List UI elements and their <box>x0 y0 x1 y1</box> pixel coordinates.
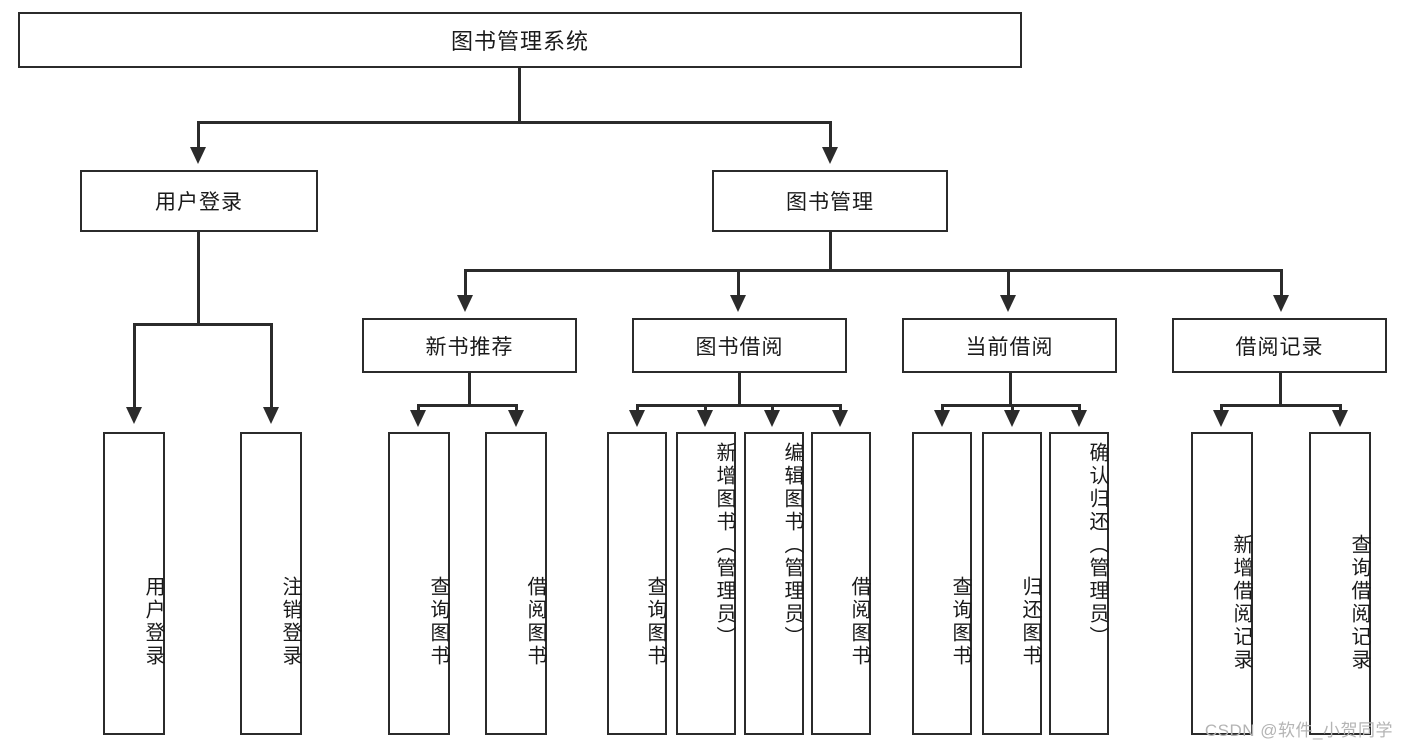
connector-root-to-user-login <box>197 121 200 149</box>
arrowhead-leaf-query-record <box>1332 410 1348 427</box>
arrowhead-leaf-query-book-3 <box>934 410 950 427</box>
arrowhead-new-book-rec <box>457 295 473 312</box>
leaf-user-login[interactable]: 用户登录 <box>103 432 165 735</box>
connector-root-bus <box>197 121 831 124</box>
leaf-add-book[interactable]: 新增图书（管理员） <box>676 432 736 735</box>
node-borrow-record[interactable]: 借阅记录 <box>1172 318 1387 373</box>
connector-current-borrow-drop-3 <box>1078 404 1081 412</box>
connector-current-borrow-bus <box>941 404 1079 407</box>
arrowhead-leaf-return-book <box>1004 410 1020 427</box>
connector-book-manage-drop-3 <box>1007 269 1010 297</box>
connector-new-book-rec-bus <box>417 404 517 407</box>
leaf-confirm-return[interactable]: 确认归还（管理员） <box>1049 432 1109 735</box>
connector-borrow-record-stem <box>1279 373 1282 406</box>
arrowhead-leaf-query-book-1 <box>410 410 426 427</box>
leaf-query-record[interactable]: 查询借阅记录 <box>1309 432 1371 735</box>
connector-book-borrow-drop-1 <box>636 404 639 412</box>
node-root-system[interactable]: 图书管理系统 <box>18 12 1022 68</box>
arrowhead-book-borrow <box>730 295 746 312</box>
leaf-return-book[interactable]: 归还图书 <box>982 432 1042 735</box>
arrowhead-current-borrow <box>1000 295 1016 312</box>
connector-book-manage-drop-1 <box>464 269 467 297</box>
connector-new-book-rec-drop-1 <box>417 404 420 412</box>
connector-book-manage-bus <box>464 269 1280 272</box>
arrowhead-user-login <box>190 147 206 164</box>
connector-user-login-drop-2 <box>270 323 273 409</box>
leaf-query-book-2[interactable]: 查询图书 <box>607 432 667 735</box>
arrowhead-borrow-record <box>1273 295 1289 312</box>
node-new-book-rec[interactable]: 新书推荐 <box>362 318 577 373</box>
connector-book-borrow-bus <box>636 404 841 407</box>
connector-user-login-drop-1 <box>133 323 136 409</box>
connector-borrow-record-drop-2 <box>1339 404 1342 412</box>
leaf-borrow-book-2[interactable]: 借阅图书 <box>811 432 871 735</box>
arrowhead-leaf-confirm-return <box>1071 410 1087 427</box>
connector-borrow-record-drop-1 <box>1220 404 1223 412</box>
arrowhead-leaf-edit-book <box>764 410 780 427</box>
leaf-add-record[interactable]: 新增借阅记录 <box>1191 432 1253 735</box>
arrowhead-leaf-add-record <box>1213 410 1229 427</box>
arrowhead-leaf-user-logout <box>263 407 279 424</box>
leaf-borrow-book-1[interactable]: 借阅图书 <box>485 432 547 735</box>
connector-user-login-bus <box>133 323 272 326</box>
arrowhead-leaf-borrow-book-1 <box>508 410 524 427</box>
connector-borrow-record-bus <box>1220 404 1340 407</box>
connector-book-manage-stem <box>829 232 832 271</box>
arrowhead-book-manage <box>822 147 838 164</box>
connector-book-borrow-stem <box>738 373 741 406</box>
arrowhead-leaf-query-book-2 <box>629 410 645 427</box>
arrowhead-leaf-borrow-book-2 <box>832 410 848 427</box>
connector-book-manage-drop-4 <box>1280 269 1283 297</box>
node-current-borrow[interactable]: 当前借阅 <box>902 318 1117 373</box>
connector-current-borrow-stem <box>1009 373 1012 406</box>
connector-book-borrow-drop-3 <box>771 404 774 412</box>
connector-book-borrow-drop-4 <box>839 404 842 412</box>
connector-current-borrow-drop-2 <box>1011 404 1014 412</box>
node-user-login[interactable]: 用户登录 <box>80 170 318 232</box>
arrowhead-leaf-user-login <box>126 407 142 424</box>
leaf-edit-book[interactable]: 编辑图书（管理员） <box>744 432 804 735</box>
leaf-query-book-3[interactable]: 查询图书 <box>912 432 972 735</box>
node-book-borrow[interactable]: 图书借阅 <box>632 318 847 373</box>
connector-new-book-rec-stem <box>468 373 471 406</box>
leaf-user-logout[interactable]: 注销登录 <box>240 432 302 735</box>
connector-book-borrow-drop-2 <box>704 404 707 412</box>
connector-root-to-book-manage <box>829 121 832 149</box>
leaf-query-book-1[interactable]: 查询图书 <box>388 432 450 735</box>
connector-current-borrow-drop-1 <box>941 404 944 412</box>
connector-new-book-rec-drop-2 <box>515 404 518 412</box>
connector-root-stem <box>518 68 521 123</box>
arrowhead-leaf-add-book <box>697 410 713 427</box>
node-book-manage[interactable]: 图书管理 <box>712 170 948 232</box>
connector-book-manage-drop-2 <box>737 269 740 297</box>
connector-user-login-stem <box>197 232 200 325</box>
